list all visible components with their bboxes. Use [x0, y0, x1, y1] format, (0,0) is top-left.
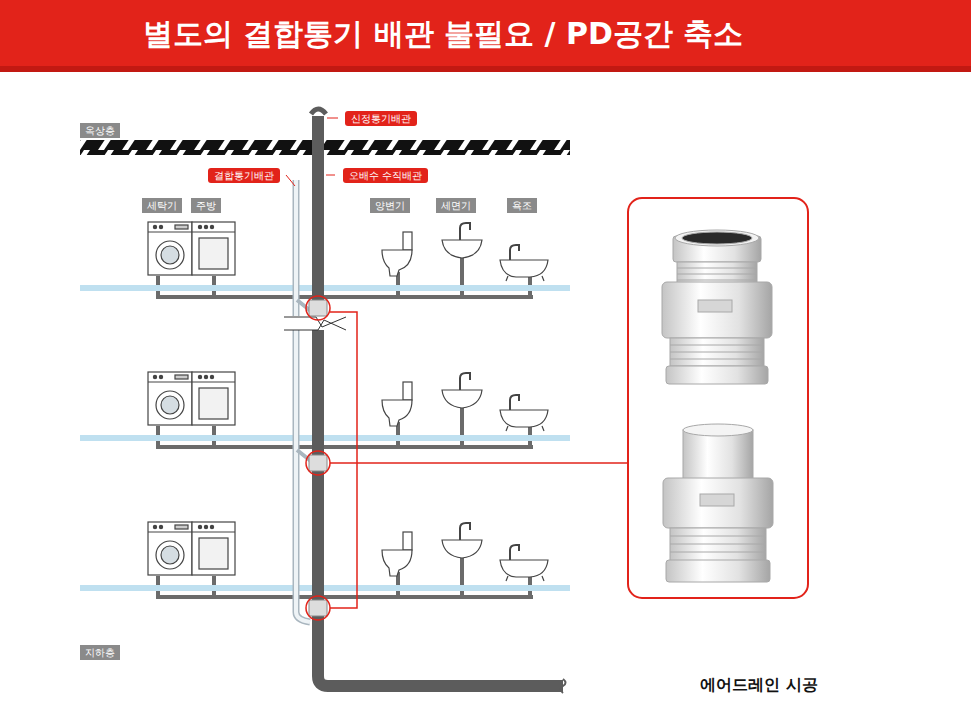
- highlight-circle: [306, 296, 330, 320]
- fitting-photo: [677, 262, 757, 284]
- floor-tag: 지하층: [80, 645, 120, 660]
- vent-pipe: [296, 180, 310, 622]
- label-text: 세탁기: [147, 199, 177, 212]
- title-text: 별도의 결합통기 배관 불필요 / PD공간 축소: [20, 14, 866, 54]
- roof-slab: [80, 140, 570, 155]
- fitting-photo: [666, 560, 770, 582]
- vent-pipe: [296, 180, 312, 622]
- fixture-tag: 양변기: [370, 198, 410, 213]
- label-text: 욕조: [512, 199, 532, 212]
- fitting-photo: [677, 268, 757, 280]
- title-banner: [0, 0, 971, 72]
- highlight-circle: [306, 296, 330, 620]
- fitting-photo: [662, 230, 773, 582]
- drain-stack: [318, 116, 563, 686]
- drain-stack: [561, 679, 566, 693]
- fitting-photo: [670, 528, 766, 562]
- fixture-tag: 세면기: [436, 198, 476, 213]
- label-text: 신정통기배관: [351, 112, 411, 125]
- fixture-tag: 주방: [191, 198, 221, 213]
- highlight-circle: [306, 451, 330, 475]
- highlight-circle: [306, 596, 330, 620]
- label-text: 결합통기배관: [214, 169, 274, 182]
- plumbing-illustration: [80, 222, 570, 297]
- fitting-photo: [675, 230, 759, 246]
- break-symbol: [284, 316, 346, 330]
- vent-pipe: [296, 180, 310, 622]
- airdrain-fitting: [309, 300, 327, 316]
- title-banner-shade: [0, 66, 971, 72]
- fitting-photo: [670, 338, 764, 366]
- leader-line: [326, 175, 335, 176]
- fixture-tag: 세탁기: [142, 198, 182, 213]
- floor-tag: 옥상층: [80, 123, 120, 138]
- label-text: 지하층: [85, 646, 115, 659]
- product-panel: [628, 198, 808, 598]
- fitting-photo: [663, 478, 773, 528]
- fitting-photo: [666, 366, 768, 384]
- plumbing-illustration: [80, 522, 570, 597]
- fitting-photo: [700, 494, 734, 506]
- stack-pipe-label: 오배수 수직배관: [343, 168, 428, 183]
- leader-line: [286, 175, 295, 186]
- vent-pipe-label: 신정통기배관: [345, 111, 417, 126]
- caption-text: 에어드레인 시공: [700, 674, 818, 696]
- callout-line: [330, 462, 628, 464]
- label-text: 옥상층: [85, 124, 115, 137]
- airdrain-fitting: [309, 300, 327, 616]
- label-text: 세면기: [441, 199, 471, 212]
- fitting-photo: [682, 232, 752, 244]
- leader-line: [286, 118, 338, 186]
- vent-pipe-label: 결합통기배관: [208, 168, 280, 183]
- fitting-photo: [670, 536, 766, 552]
- label-text: 오배수 수직배관: [349, 169, 422, 182]
- airdrain-fitting: [309, 455, 327, 471]
- drain-stack: [311, 109, 326, 114]
- callout-line: [330, 312, 628, 608]
- callout-line: [330, 312, 357, 608]
- label-text: 주방: [196, 199, 216, 212]
- drain-stack: [311, 109, 566, 693]
- fitting-photo: [670, 345, 764, 359]
- leader-line: [327, 118, 338, 119]
- label-text: 양변기: [375, 199, 405, 212]
- break-symbol: [284, 316, 346, 330]
- fitting-photo: [683, 430, 753, 480]
- fitting-photo: [662, 282, 772, 338]
- fitting-photo: [698, 300, 732, 312]
- fixture-tag: 욕조: [507, 198, 537, 213]
- plumbing-illustration: [80, 372, 570, 447]
- airdrain-fitting: [309, 600, 327, 616]
- fitting-photo: [683, 424, 753, 436]
